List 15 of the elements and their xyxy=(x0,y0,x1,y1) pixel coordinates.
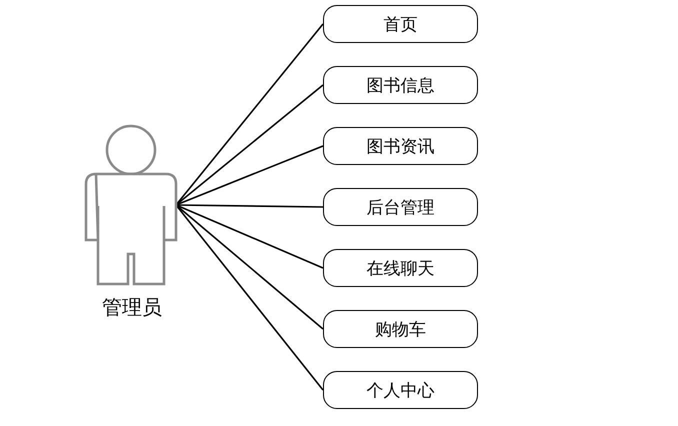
connector-line xyxy=(176,204,324,269)
connector-line xyxy=(176,84,324,206)
connector-line xyxy=(176,145,324,206)
use-case-box: 在线聊天 xyxy=(323,249,478,287)
connector-line xyxy=(175,24,324,206)
connector-line xyxy=(175,204,324,330)
actor-label: 管理员 xyxy=(101,294,163,321)
connector-line xyxy=(175,204,324,390)
connector-line xyxy=(176,204,324,208)
use-case-box: 个人中心 xyxy=(323,371,478,409)
use-case-box: 购物车 xyxy=(323,310,478,348)
use-case-box: 图书信息 xyxy=(323,66,478,104)
use-case-box: 首页 xyxy=(323,5,478,43)
use-case-box: 图书资讯 xyxy=(323,127,478,165)
use-case-box: 后台管理 xyxy=(323,188,478,226)
